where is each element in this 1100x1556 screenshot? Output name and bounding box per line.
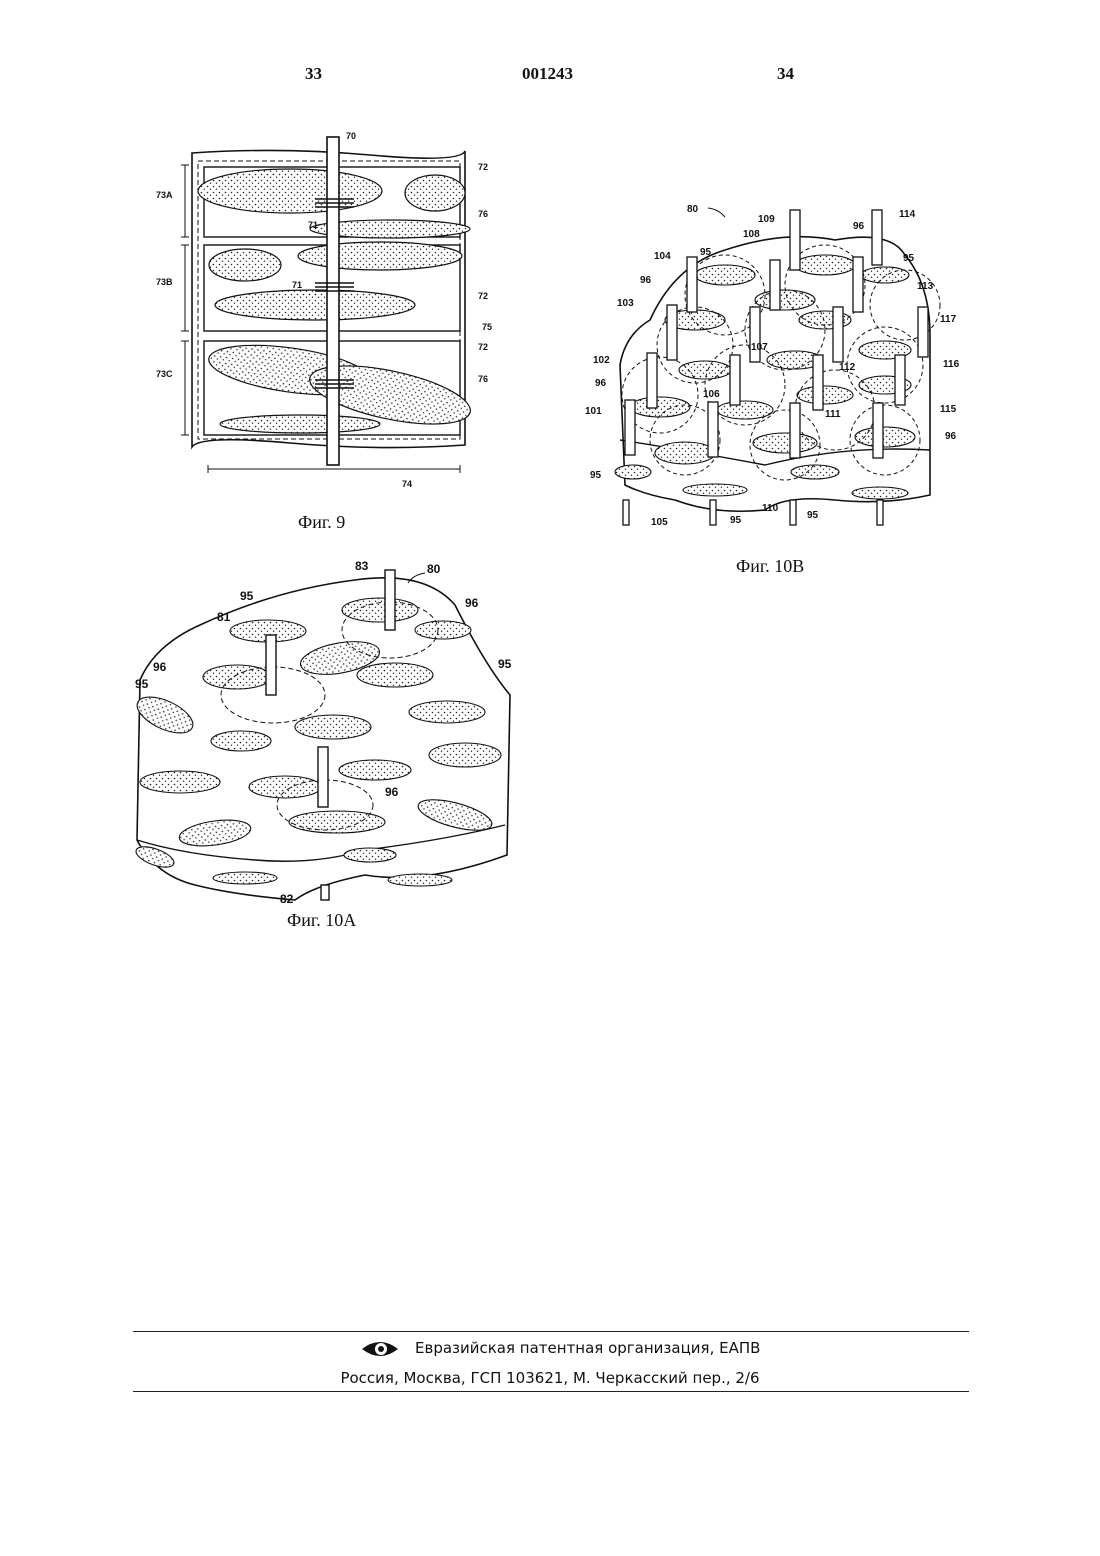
- label-115: 115: [940, 404, 957, 415]
- label-101: 101: [585, 406, 602, 417]
- label-105: 105: [651, 517, 668, 528]
- label-95: 95: [700, 247, 712, 258]
- label-95: 95: [498, 657, 512, 671]
- label-96: 96: [595, 378, 607, 389]
- footer-address: Россия, Москва, ГСП 103621, М. Черкасски…: [0, 1369, 1100, 1387]
- label-82: 82: [280, 892, 294, 906]
- label-102: 102: [593, 355, 610, 366]
- label-95: 95: [730, 515, 742, 526]
- figure-10a-drawing: 80 83 95 96 81 96 95 95 96 82: [125, 555, 525, 910]
- page-number-left: 33: [305, 64, 322, 84]
- figure-9-drawing: 70 72 72 72 73A 73B 73C 71 71 76 76 75 7…: [140, 125, 500, 495]
- footer-organization: Евразийская патентная организация, ЕАПВ: [285, 1339, 1100, 1357]
- footer-bottom-rule: [133, 1391, 969, 1392]
- figure-10a-caption: Фиг. 10А: [287, 910, 356, 931]
- label-109: 109: [758, 214, 775, 225]
- label-74: 74: [402, 479, 412, 489]
- label-83: 83: [355, 559, 369, 573]
- label-103: 103: [617, 298, 634, 309]
- label-96: 96: [153, 660, 167, 674]
- label-96: 96: [853, 221, 865, 232]
- figure-9-caption: Фиг. 9: [298, 512, 345, 533]
- label-96: 96: [945, 431, 957, 442]
- label-71: 71: [308, 220, 318, 230]
- label-114: 114: [899, 209, 916, 220]
- label-73a: 73A: [156, 190, 173, 200]
- label-80: 80: [687, 204, 699, 215]
- label-81: 81: [217, 610, 231, 624]
- label-70: 70: [346, 131, 356, 141]
- footer-top-rule: [133, 1331, 969, 1332]
- label-96: 96: [385, 785, 399, 799]
- label-95: 95: [240, 589, 254, 603]
- label-72: 72: [478, 342, 488, 352]
- label-76: 76: [478, 374, 488, 384]
- label-107: 107: [751, 342, 768, 353]
- label-117: 117: [940, 314, 957, 325]
- label-80: 80: [427, 562, 441, 576]
- page-number-right: 34: [777, 64, 794, 84]
- label-108: 108: [743, 229, 760, 240]
- label-95: 95: [807, 510, 819, 521]
- label-72: 72: [478, 291, 488, 301]
- label-73c: 73C: [156, 369, 173, 379]
- label-95: 95: [135, 677, 149, 691]
- label-71: 71: [292, 280, 302, 290]
- document-number: 001243: [522, 64, 573, 84]
- label-76: 76: [478, 209, 488, 219]
- label-106: 106: [703, 389, 720, 400]
- label-116: 116: [943, 359, 960, 370]
- figure-10b-drawing: 80 109 108 96 114 104 95 96 95 113 103 1…: [585, 195, 980, 535]
- label-72: 72: [478, 162, 488, 172]
- label-95: 95: [903, 253, 915, 264]
- label-111: 111: [825, 409, 841, 420]
- figure-10b-caption: Фиг. 10В: [736, 556, 804, 577]
- label-110: 110: [762, 503, 779, 514]
- label-96: 96: [640, 275, 652, 286]
- label-75: 75: [482, 322, 492, 332]
- label-96: 96: [465, 596, 479, 610]
- label-112: 112: [839, 362, 856, 373]
- label-104: 104: [654, 251, 671, 262]
- label-73b: 73B: [156, 277, 173, 287]
- label-113: 113: [917, 281, 934, 292]
- label-95: 95: [590, 470, 602, 481]
